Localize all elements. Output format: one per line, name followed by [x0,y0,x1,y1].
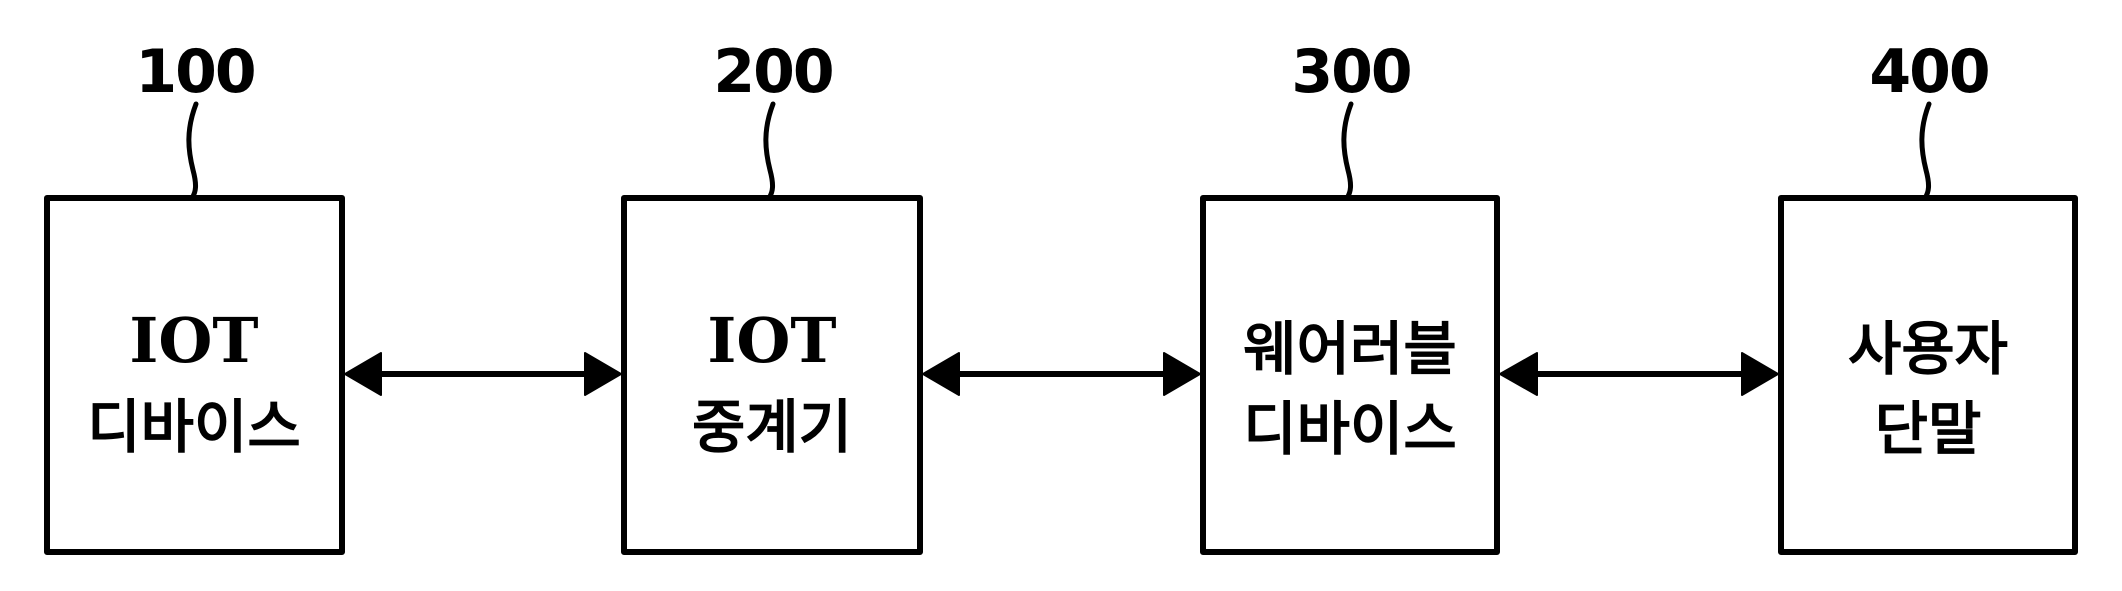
leader-line [186,101,199,201]
leader-line [1919,101,1932,201]
block-user-terminal: 400 사용자 단말 [1778,37,2078,555]
block-label-line-1: IOT [707,304,836,377]
block-iot-device: 100 IOT 디바이스 [44,37,345,555]
arrow-head-left-icon [1499,352,1538,396]
connection-wearable-device-user-terminal [1499,352,1779,396]
block-label-line-1: 웨어러블 [1243,315,1456,383]
block-label-line-1: 사용자 [1848,315,2008,383]
block-label-line-2: 디바이스 [1243,395,1456,463]
ref-label-200: 200 [713,37,832,107]
block-box [621,195,923,555]
arrow-head-left-icon [344,352,382,396]
leader-line [1341,101,1354,201]
arrow-head-left-icon [922,352,960,396]
arrow-head-right-icon [584,352,622,396]
leader-line [763,101,776,201]
ref-label-100: 100 [135,37,254,107]
arrow-head-right-icon [1741,352,1779,396]
block-label-line-2: 디바이스 [87,393,300,461]
block-box [1200,195,1500,555]
block-label-line-2: 중계기 [692,393,852,461]
ref-label-300: 300 [1291,37,1410,107]
connection-iot-relay-wearable-device [922,352,1201,396]
block-label-line-2: 단말 [1875,395,1982,463]
ref-label-400: 400 [1869,37,1988,107]
block-box [1778,195,2078,555]
block-iot-relay: 200 IOT 중계기 [621,37,923,555]
arrow-head-right-icon [1163,352,1201,396]
block-wearable-device: 300 웨어러블 디바이스 [1200,37,1500,555]
block-label-line-1: IOT [129,304,258,377]
block-box [44,195,345,555]
connection-iot-device-iot-relay [344,352,622,396]
